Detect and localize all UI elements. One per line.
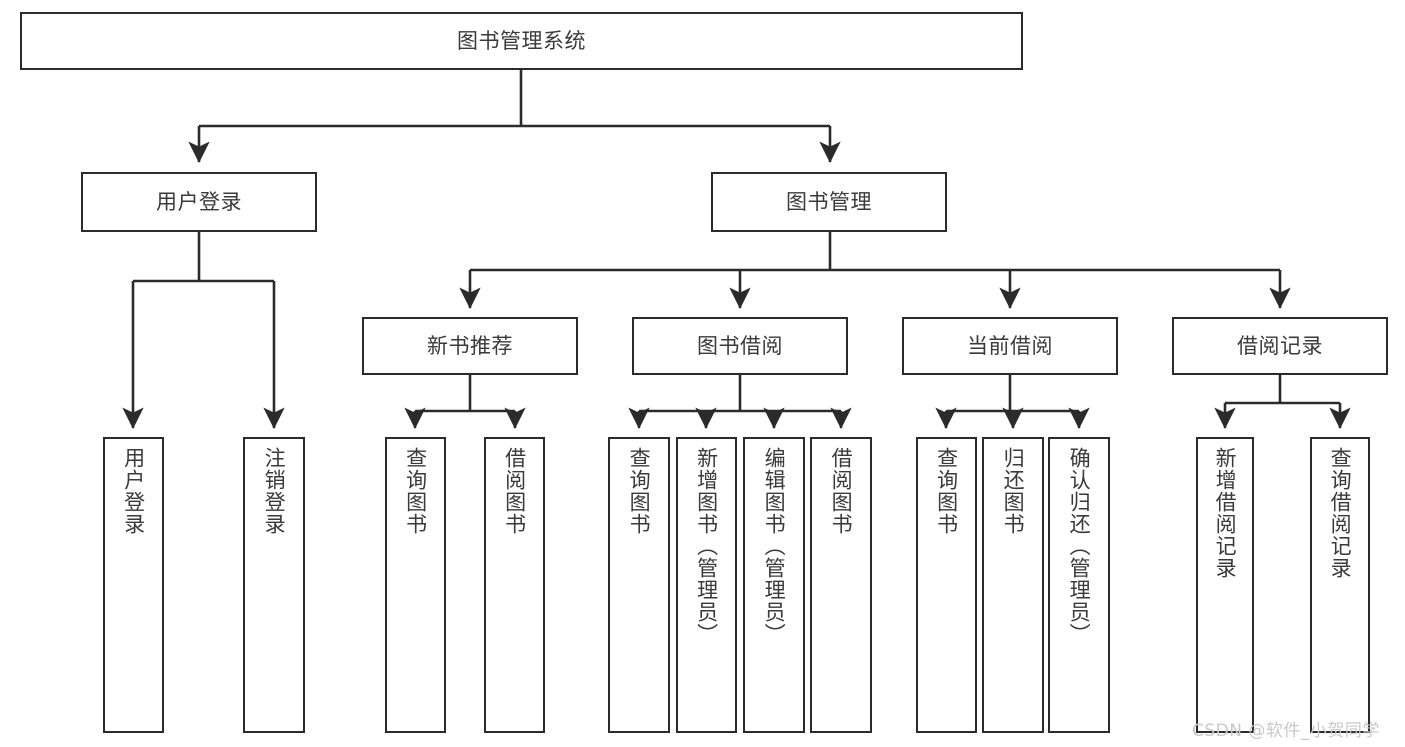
node-leaf-logout[interactable]: 注销登录 — [243, 437, 305, 733]
node-leaf-query-borrow-record[interactable]: 查询借阅记录 — [1310, 437, 1370, 733]
node-leaf-query-book-label: 查询图书 — [627, 447, 652, 535]
node-leaf-query-book-recommend[interactable]: 查询图书 — [385, 437, 446, 733]
node-leaf-user-login-label: 用户登录 — [121, 447, 146, 535]
node-leaf-confirm-return-admin-label: 确认归还（管理员） — [1067, 447, 1092, 645]
node-leaf-confirm-return-admin[interactable]: 确认归还（管理员） — [1048, 437, 1110, 733]
node-leaf-borrow-book-recommend-label: 借阅图书 — [502, 447, 527, 535]
node-leaf-edit-book-admin-label: 编辑图书（管理员） — [762, 447, 787, 645]
node-user-login-label: 用户登录 — [156, 189, 242, 214]
node-leaf-borrow-book-label: 借阅图书 — [829, 447, 854, 535]
node-new-book-recommend[interactable]: 新书推荐 — [362, 317, 578, 375]
node-leaf-add-book-admin[interactable]: 新增图书（管理员） — [676, 437, 737, 733]
node-leaf-add-borrow-record-label: 新增借阅记录 — [1213, 447, 1238, 579]
node-current-borrow-label: 当前借阅 — [967, 333, 1053, 358]
node-current-borrow[interactable]: 当前借阅 — [902, 317, 1118, 375]
node-leaf-user-login[interactable]: 用户登录 — [103, 437, 164, 733]
node-leaf-logout-label: 注销登录 — [262, 447, 287, 535]
node-leaf-query-book-current[interactable]: 查询图书 — [916, 437, 977, 733]
node-leaf-query-book-current-label: 查询图书 — [934, 447, 959, 535]
node-user-login[interactable]: 用户登录 — [81, 172, 317, 232]
node-leaf-edit-book-admin[interactable]: 编辑图书（管理员） — [743, 437, 805, 733]
node-book-manage[interactable]: 图书管理 — [711, 172, 947, 232]
node-root[interactable]: 图书管理系统 — [20, 12, 1023, 70]
csdn-watermark: CSDN @软件_小贺同学 — [1192, 721, 1380, 741]
node-leaf-add-borrow-record[interactable]: 新增借阅记录 — [1196, 437, 1254, 733]
node-leaf-borrow-book-recommend[interactable]: 借阅图书 — [484, 437, 545, 733]
node-book-borrow[interactable]: 图书借阅 — [632, 317, 848, 375]
node-book-borrow-label: 图书借阅 — [697, 333, 783, 358]
node-leaf-borrow-book[interactable]: 借阅图书 — [810, 437, 872, 733]
node-book-manage-label: 图书管理 — [786, 189, 872, 214]
node-borrow-record[interactable]: 借阅记录 — [1172, 317, 1388, 375]
node-leaf-add-book-admin-label: 新增图书（管理员） — [694, 447, 719, 645]
node-leaf-return-book[interactable]: 归还图书 — [982, 437, 1044, 733]
node-new-book-recommend-label: 新书推荐 — [427, 333, 513, 358]
node-leaf-return-book-label: 归还图书 — [1001, 447, 1026, 535]
node-borrow-record-label: 借阅记录 — [1237, 333, 1323, 358]
node-leaf-query-borrow-record-label: 查询借阅记录 — [1328, 447, 1353, 579]
node-leaf-query-book-recommend-label: 查询图书 — [403, 447, 428, 535]
node-leaf-query-book[interactable]: 查询图书 — [608, 437, 670, 733]
node-root-label: 图书管理系统 — [457, 28, 586, 53]
